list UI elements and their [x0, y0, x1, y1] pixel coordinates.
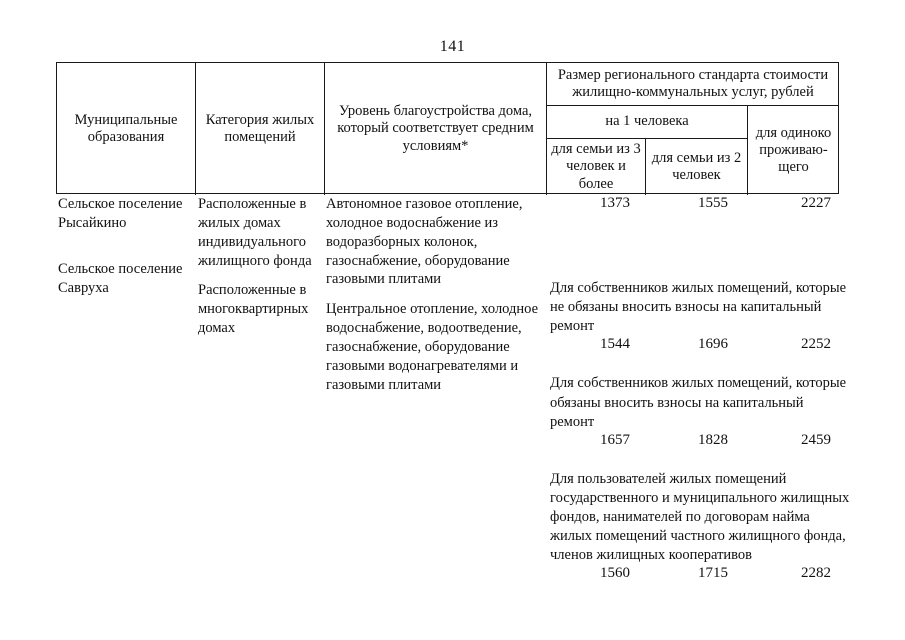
header-municipalities: Муниципальные образования [74, 111, 178, 145]
value-row: 1373 1555 2227 [550, 195, 850, 217]
column-level: Автономное газовое отопление, холодное в… [326, 195, 548, 394]
value-single: 2459 [801, 431, 831, 448]
header-rule-1 [546, 105, 839, 106]
cell-category: Расположенные в жилых домах индивидуальн… [198, 196, 312, 269]
column-municipalities: Сельское поселение Рысайкино Сельское по… [58, 195, 198, 297]
value-family-2: 1555 [698, 195, 728, 211]
header-divider-3 [546, 63, 547, 195]
value-family-3-plus: 1373 [600, 195, 630, 211]
cell-level: Центральное отопление, холодное водоснаб… [326, 301, 539, 393]
note-text: Для собственников жилых помещений, котор… [550, 280, 847, 335]
header-divider-2 [324, 63, 325, 195]
cell-municipality: Сельское поселение Савруха [58, 260, 183, 296]
value-family-3-plus: 1560 [600, 565, 630, 582]
value-single: 2252 [801, 336, 831, 353]
header-divider-1 [195, 63, 196, 195]
note-text: Для пользователей жилых помещений госуда… [550, 470, 850, 564]
cell-municipality: Сельское поселение Рысайкино [58, 196, 183, 231]
page-number: 141 [439, 38, 466, 55]
standards-table: Муниципальные образования Категория жилы… [56, 62, 839, 195]
column-category: Расположенные в жилых домах индивидуальн… [198, 195, 324, 338]
header-divider-5 [747, 106, 748, 195]
value-row: 1544 1696 2252 [550, 336, 850, 358]
spacer [550, 217, 850, 279]
value-family-2: 1715 [698, 565, 728, 582]
header-single-resident: для одиноко проживаю-щего [755, 124, 832, 176]
header-standard-group: Размер регионального стандарта стоимости… [557, 66, 829, 100]
table-header: Муниципальные образования Категория жилы… [56, 62, 839, 195]
cell-level: Автономное газовое отопление, холодное в… [326, 196, 523, 288]
column-standard-values: 1373 1555 2227 Для собственников жилых п… [550, 195, 850, 587]
header-level: Уровень благоустройства дома, который со… [337, 103, 534, 154]
value-family-2: 1696 [698, 336, 728, 353]
cell-category: Расположенные в многоквартирных домах [198, 282, 309, 337]
header-divider-4 [645, 139, 646, 195]
value-row: 1657 1828 2459 [550, 432, 850, 454]
value-family-2: 1828 [698, 431, 728, 448]
header-rule-2 [546, 138, 747, 139]
spacer [550, 454, 850, 470]
value-row: 1560 1715 2282 [550, 565, 850, 587]
value-family-3-plus: 1657 [600, 431, 630, 448]
header-family-2: для семьи из 2 человек [651, 149, 742, 183]
header-per-person-group: на 1 человека [605, 113, 689, 130]
value-family-3-plus: 1544 [600, 336, 630, 353]
header-family-3-plus: для семьи из 3 человек и более [551, 141, 641, 192]
value-single: 2227 [801, 195, 831, 211]
value-single: 2282 [801, 565, 831, 582]
spacer [550, 358, 850, 374]
header-category: Категория жилых помещений [205, 111, 315, 145]
note-text: Для собственников жилых помещений, котор… [550, 375, 847, 430]
